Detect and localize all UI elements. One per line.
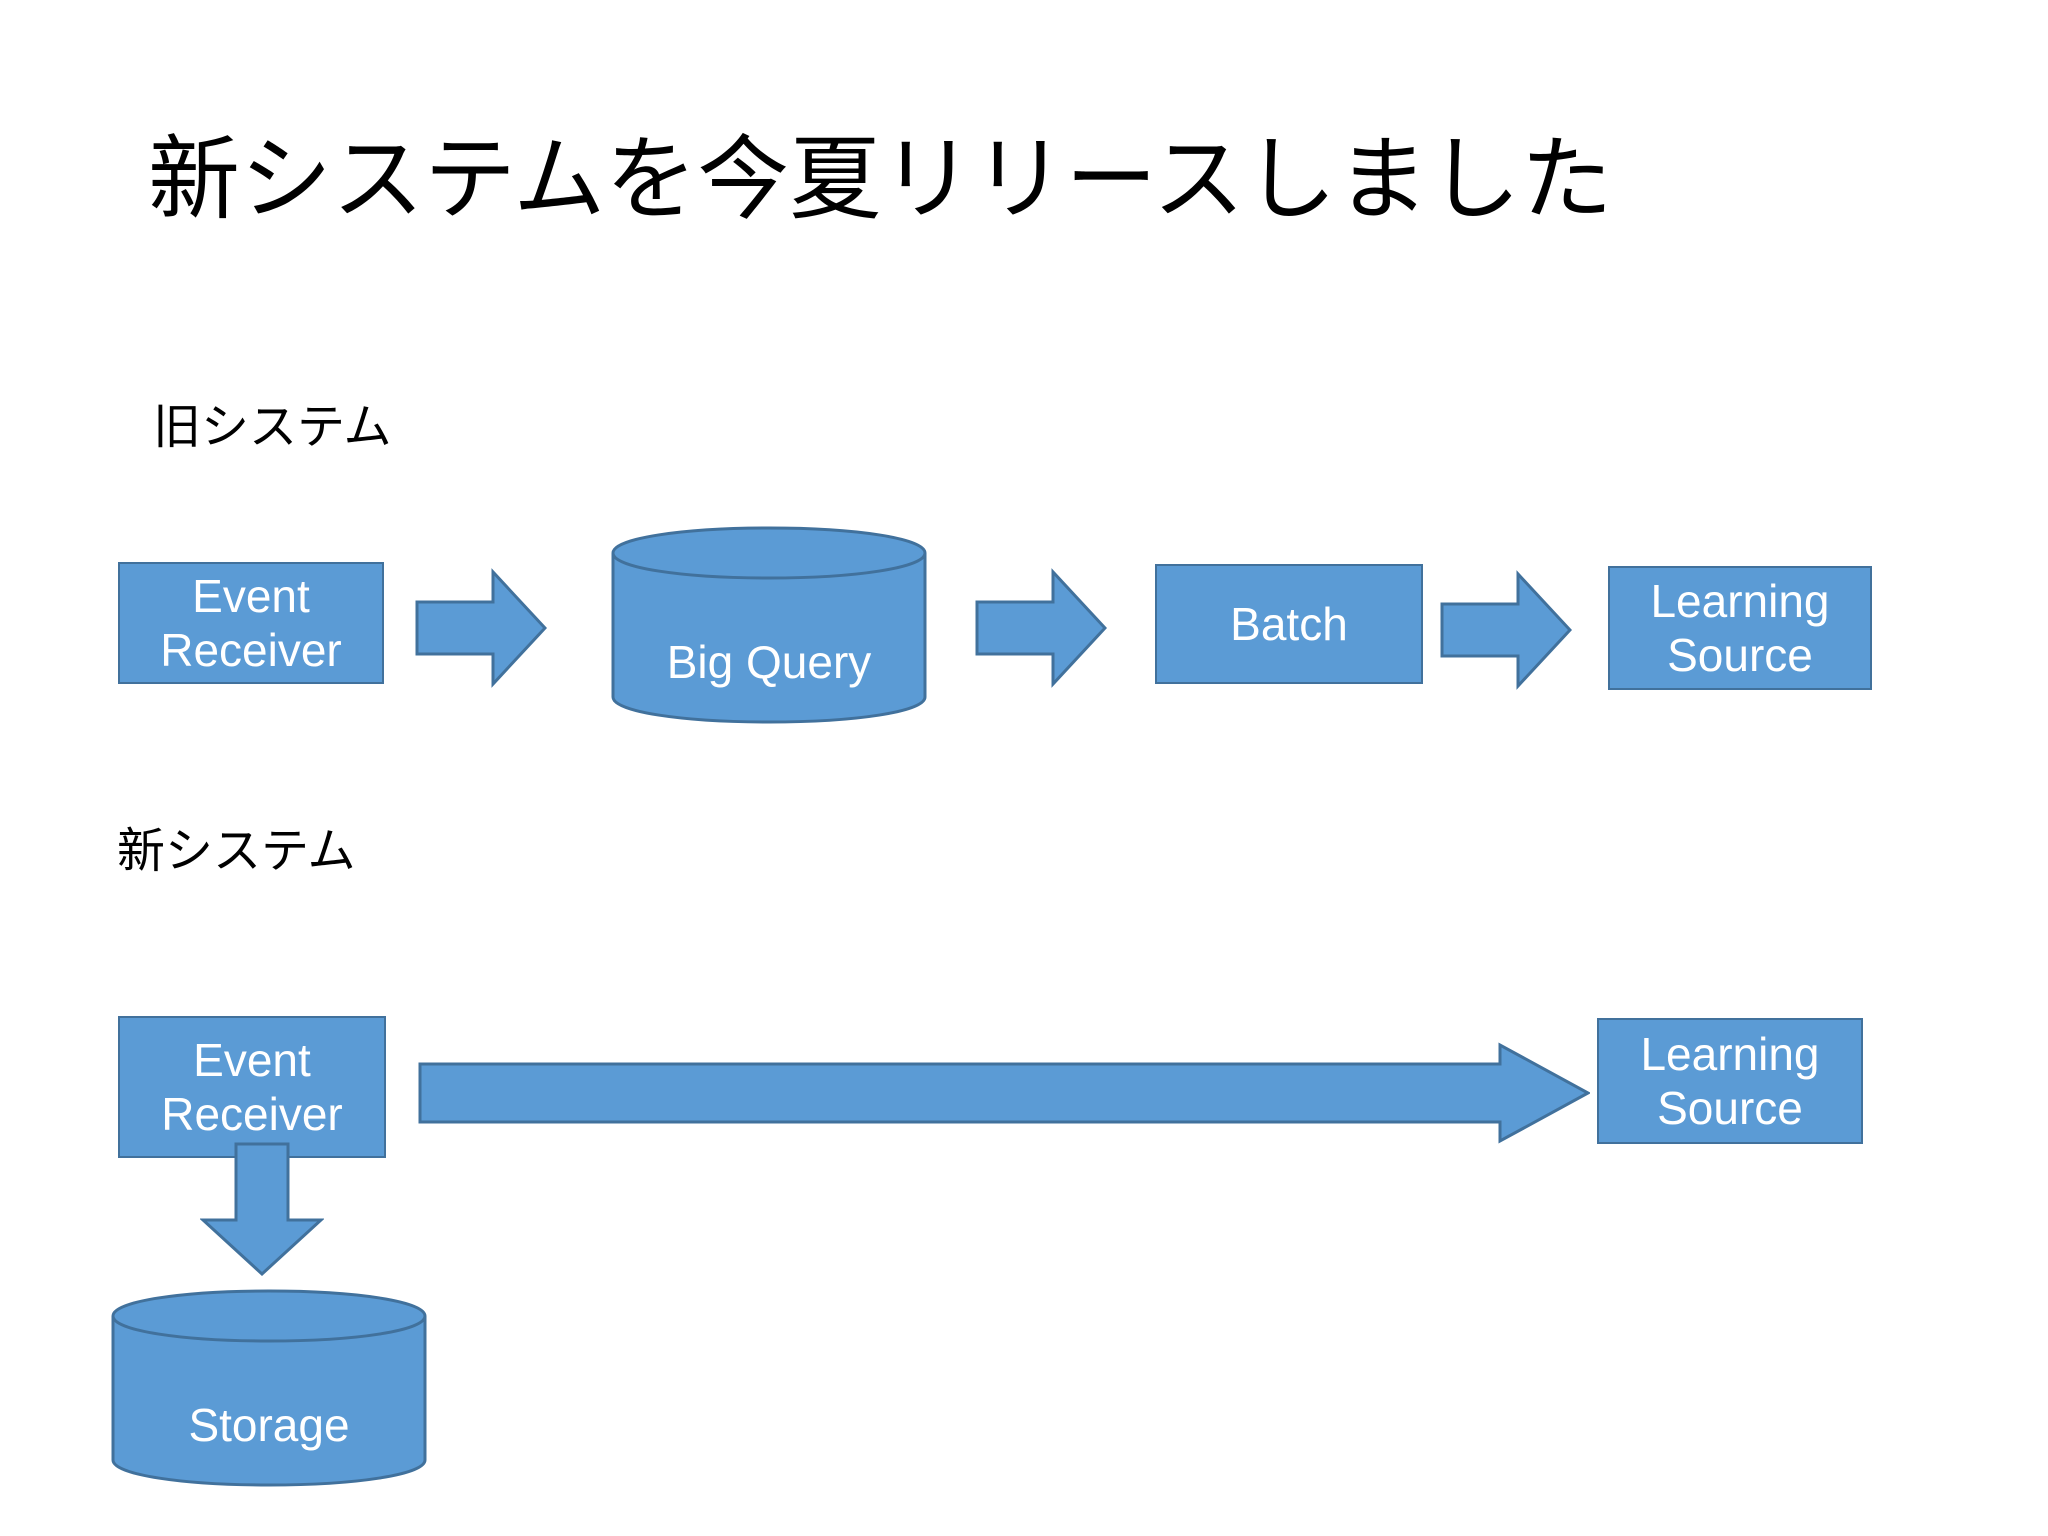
node-label-line-2: Receiver — [160, 624, 342, 676]
node-label-line-1: Learning — [1650, 574, 1830, 627]
arrow-down-event-receiver-to-storage — [200, 1142, 324, 1276]
node-new-storage-database: Storage — [110, 1288, 428, 1488]
node-new-learning-source: Learning Source — [1597, 1018, 1863, 1144]
arrow-right-event-receiver-to-learning-source — [418, 1042, 1590, 1144]
node-old-big-query-database: Big Query — [610, 525, 928, 725]
node-label-line-2: Receiver — [161, 1088, 343, 1140]
node-label-storage: Storage — [188, 1399, 350, 1451]
node-label-big-query: Big Query — [666, 636, 872, 688]
arrow-right-big-query-to-batch — [975, 568, 1107, 688]
node-label-line-2: Source — [1667, 629, 1813, 681]
arrow-right-batch-to-learning-source — [1440, 570, 1572, 690]
section-caption-old-system: 旧システム — [153, 401, 392, 454]
node-old-batch: Batch — [1155, 564, 1423, 684]
node-label-line-1: Learning — [1640, 1027, 1820, 1080]
arrow-right-event-receiver-to-big-query — [415, 568, 547, 688]
node-old-learning-source: Learning Source — [1608, 566, 1872, 690]
page-title: 新システムを今夏リリースしました — [148, 129, 1613, 231]
node-label-line-1: Event — [192, 569, 310, 622]
node-new-event-receiver: Event Receiver — [118, 1016, 386, 1158]
node-label-batch: Batch — [1230, 597, 1348, 650]
node-label-line-2: Source — [1657, 1082, 1803, 1134]
node-label-line-1: Event — [193, 1033, 311, 1086]
section-caption-new-system: 新システム — [117, 825, 356, 878]
node-old-event-receiver: Event Receiver — [118, 562, 384, 684]
